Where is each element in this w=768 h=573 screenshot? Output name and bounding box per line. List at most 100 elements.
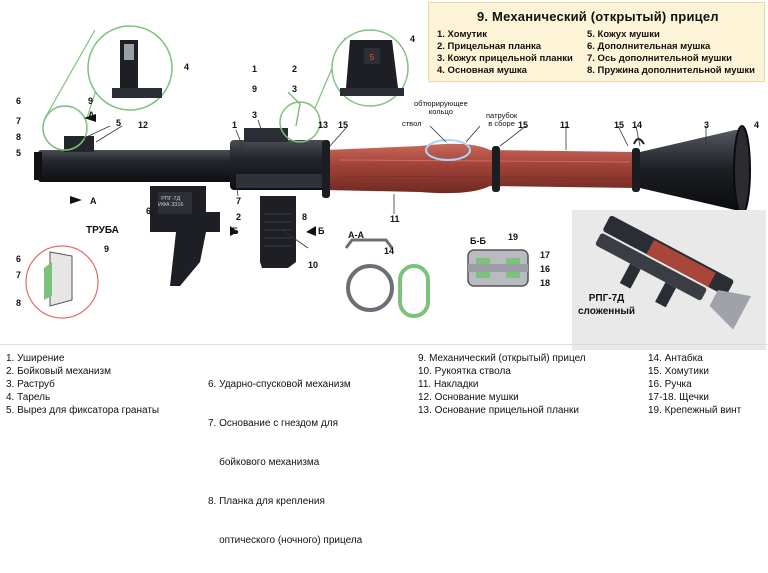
parts-list-item: 11. Накладки bbox=[418, 379, 479, 390]
nozzle-label: патрубок в сборе bbox=[486, 111, 518, 128]
folded-inset bbox=[572, 210, 766, 350]
parts-list-item: 2. Бойковый механизм bbox=[6, 366, 111, 377]
parts-list-item: оптического (ночного) прицела bbox=[208, 535, 363, 546]
callout-circle bbox=[42, 105, 88, 151]
rear-sight-base bbox=[244, 128, 288, 142]
callout-number: 7 bbox=[236, 196, 242, 206]
callout-number: 6 bbox=[16, 254, 22, 264]
callout-number: 9 bbox=[104, 244, 110, 254]
callout-number: 7 bbox=[16, 270, 22, 280]
barrel-handle bbox=[260, 196, 296, 268]
parts-list-item: 17-18. Щечки bbox=[648, 392, 709, 403]
parts-list-item: 13. Основание прицельной планки bbox=[418, 405, 579, 416]
parts-list-item: 6. Ударно-спусковой механизм bbox=[208, 379, 351, 390]
callout-number: 4 bbox=[754, 120, 760, 130]
callout-number: 9 bbox=[252, 84, 258, 94]
wood-heatshield bbox=[326, 143, 640, 194]
callout-number: 15 bbox=[518, 120, 529, 130]
parts-list-col4: 14. Антабка 15. Хомутики 16. Ручка 17-18… bbox=[648, 352, 741, 417]
parts-list-item: 9. Механический (открытый) прицел bbox=[418, 353, 586, 364]
parts-list-item: 3. Раструб bbox=[6, 379, 55, 390]
sight-legend-item: 8. Пружина дополнительной мушки bbox=[587, 65, 755, 76]
cut-b-label: Б bbox=[318, 226, 325, 236]
svg-text:5: 5 bbox=[370, 53, 375, 62]
callout-number: 7 bbox=[16, 116, 22, 126]
divider bbox=[0, 344, 768, 345]
callout-number: 14 bbox=[384, 246, 395, 256]
parts-list-item: 14. Антабка bbox=[648, 353, 703, 364]
cut-b-label: Б bbox=[232, 226, 239, 236]
callout-number: 18 bbox=[540, 278, 551, 288]
section-bb-grips bbox=[467, 249, 529, 287]
barrel-caption: ТРУБА bbox=[86, 225, 119, 236]
callout-number: 1 bbox=[232, 120, 238, 130]
grip-marking: РПГ-7Д ИФА 3316 bbox=[158, 196, 184, 208]
parts-list-item: 5. Вырез для фиксатора гранаты bbox=[6, 405, 160, 416]
parts-list-col2: 6. Ударно-спусковой механизм 7. Основани… bbox=[208, 352, 362, 573]
callout-number: 9 bbox=[88, 96, 94, 106]
parts-list-item: 16. Ручка bbox=[648, 379, 692, 390]
callout-circle bbox=[279, 101, 321, 143]
callout-number: 8 bbox=[302, 212, 308, 222]
callout-number: 5 bbox=[16, 148, 22, 158]
clamp bbox=[322, 140, 330, 198]
callout-number: 1 bbox=[252, 64, 258, 74]
obturator-ring bbox=[425, 139, 471, 161]
sight-legend-item: 4. Основная мушка bbox=[437, 65, 527, 76]
callout-number: 3 bbox=[252, 110, 258, 120]
parts-list-col1: 1. Уширение 2. Бойковый механизм 3. Раст… bbox=[6, 352, 159, 417]
callout-number: 2 bbox=[236, 212, 242, 222]
parts-list-item: 8. Планка для крепления bbox=[208, 496, 325, 507]
sight-legend-item: 7. Ось дополнительной мушки bbox=[587, 53, 732, 64]
barrel-word-label: ствол bbox=[402, 119, 422, 128]
muzzle-ring bbox=[34, 152, 42, 180]
sight-legend: 9. Механический (открытый) прицел 1. Хом… bbox=[428, 2, 765, 82]
callout-number: 4 bbox=[410, 34, 416, 44]
sight-legend-item: 3. Кожух прицельной планки bbox=[437, 53, 573, 64]
parts-list-item: 7. Основание с гнездом для bbox=[208, 418, 338, 429]
rpg-drawing: 5 bbox=[25, 25, 751, 319]
callout-number: 11 bbox=[390, 214, 400, 224]
parts-list-item: 12. Основание мушки bbox=[418, 392, 519, 403]
sight-legend-item: 1. Хомутик bbox=[437, 29, 488, 40]
cut-a-label: А bbox=[90, 196, 97, 206]
callout-number: 5 bbox=[116, 118, 122, 128]
callout-number: 10 bbox=[308, 260, 319, 270]
folded-caption: РПГ-7Д сложенный bbox=[578, 293, 636, 317]
parts-list-item: 19. Крепежный винт bbox=[648, 405, 742, 416]
parts-list-item: бойкового механизма bbox=[208, 457, 320, 468]
parts-list-item: 10. Рукоятка ствола bbox=[418, 366, 511, 377]
callout-number: 12 bbox=[138, 120, 149, 130]
callout-number: 6 bbox=[146, 206, 152, 216]
bell-rim bbox=[733, 125, 751, 215]
clamp bbox=[632, 148, 640, 192]
optic-rail bbox=[236, 174, 322, 188]
callout-number: 14 bbox=[632, 120, 643, 130]
sight-legend-item: 2. Прицельная планка bbox=[437, 41, 542, 52]
callout-number: 3 bbox=[292, 84, 298, 94]
callout-number: 15 bbox=[338, 120, 349, 130]
parts-list-col3: 9. Механический (открытый) прицел 10. Ру… bbox=[418, 352, 586, 417]
sight-legend-item: 5. Кожух мушки bbox=[587, 29, 660, 40]
section-aa-caption: А-А bbox=[348, 230, 364, 240]
callout-number: 13 bbox=[318, 120, 329, 130]
section-bb-caption: Б-Б bbox=[470, 236, 486, 246]
sight-legend-item: 6. Дополнительная мушка bbox=[587, 41, 711, 52]
callout-number: 2 bbox=[292, 64, 298, 74]
callout-number: 17 bbox=[540, 250, 551, 260]
callout-number: 8 bbox=[16, 132, 22, 142]
diagram-stage: 9. Механический (открытый) прицел 1. Хом… bbox=[0, 2, 768, 546]
callout-number: 15 bbox=[614, 120, 625, 130]
callout-number: 19 bbox=[508, 232, 519, 242]
callout-number: 8 bbox=[16, 298, 22, 308]
section-aa-sling bbox=[344, 238, 430, 318]
callout-number: 6 bbox=[16, 96, 22, 106]
venturi-bell bbox=[640, 130, 740, 210]
parts-list-item: 15. Хомутики bbox=[648, 366, 709, 377]
callout-number: 16 bbox=[540, 264, 551, 274]
obturator-ring-label: обтюрирующее кольцо bbox=[414, 99, 468, 116]
callout-number: 3 bbox=[704, 120, 710, 130]
callout-number: 4 bbox=[184, 62, 190, 72]
parts-list-item: 4. Тарель bbox=[6, 392, 51, 403]
sight-legend-title: 9. Механический (открытый) прицел bbox=[477, 9, 719, 24]
